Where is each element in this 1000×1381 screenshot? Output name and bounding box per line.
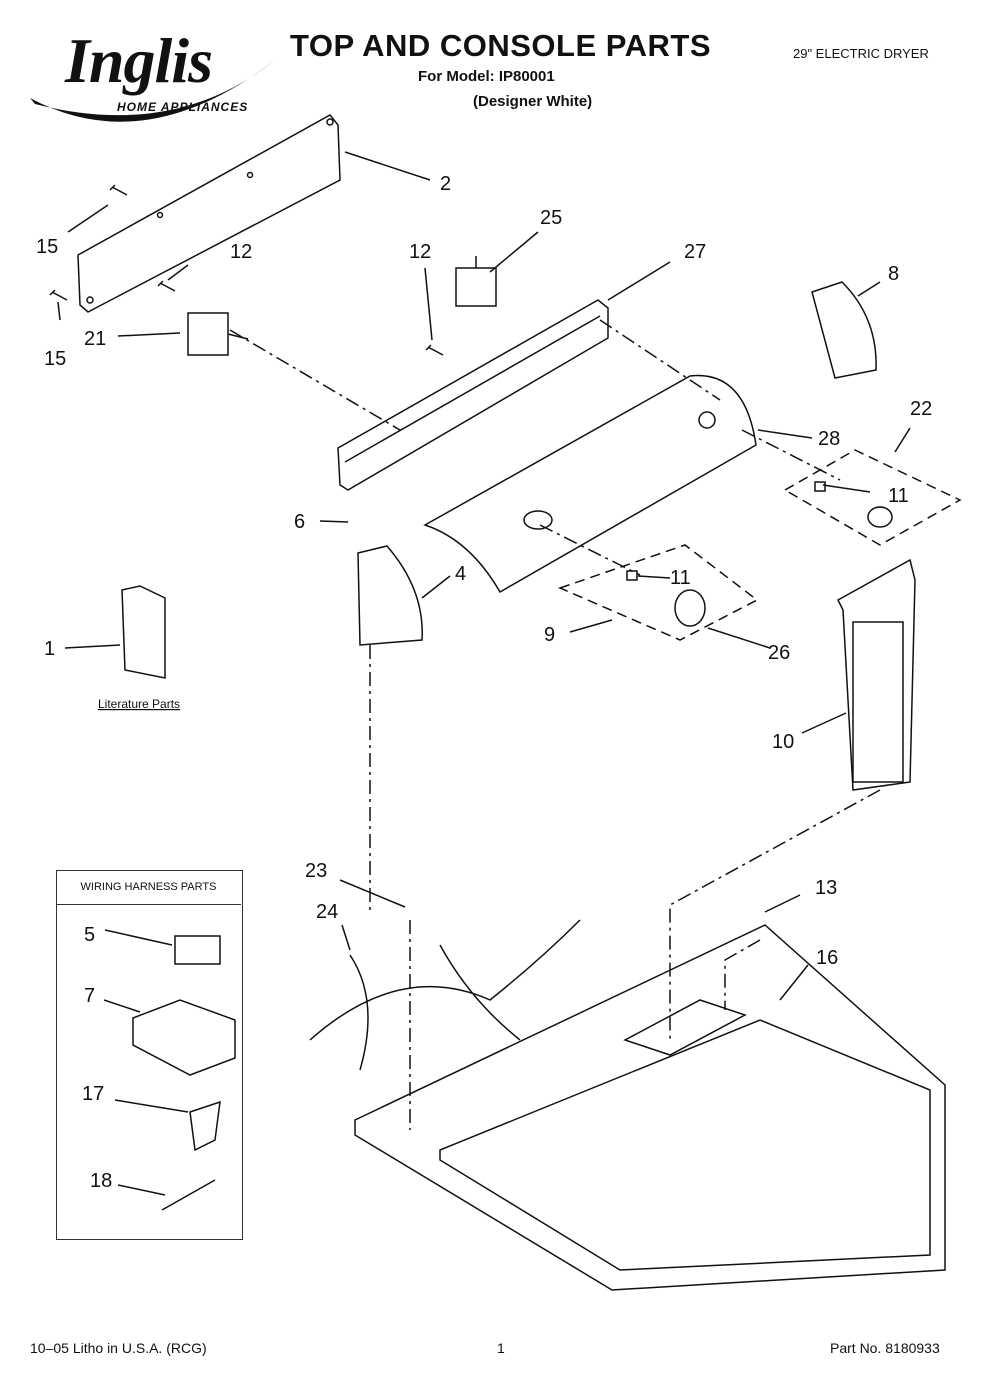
part-end-cap-right (811, 281, 877, 379)
callout-10: 10 (772, 731, 794, 753)
part-lint-screen (837, 558, 916, 791)
leader-arrows (57, 151, 911, 1196)
callout-7: 7 (84, 985, 95, 1007)
footer-page-number: 1 (497, 1340, 505, 1356)
callout-23: 23 (305, 860, 327, 882)
callout-21: 21 (84, 328, 106, 350)
inglis-logo: Inglis HOME APPLIANCES (25, 20, 280, 130)
callout-11-b: 11 (670, 567, 691, 589)
product-type: 29" ELECTRIC DRYER (793, 46, 929, 61)
callout-9: 9 (544, 624, 555, 646)
part-control-bracket (337, 299, 609, 491)
callout-8: 8 (888, 263, 899, 285)
callout-28: 28 (818, 428, 840, 450)
knob-icon (626, 481, 893, 627)
literature-label: Literature Parts (98, 697, 180, 711)
harness-box-parts (132, 935, 236, 1211)
callout-5: 5 (84, 924, 95, 946)
callout-labels: 2 15 12 21 15 12 25 27 8 22 28 11 6 4 11… (36, 173, 932, 1192)
screw-icon (49, 184, 444, 356)
part-wire-harness (309, 919, 581, 1071)
callout-16: 16 (816, 947, 838, 969)
part-rear-panel (77, 114, 341, 313)
wiring-harness-title: WIRING HARNESS PARTS (56, 870, 241, 905)
callout-6: 6 (294, 511, 305, 533)
callout-4: 4 (455, 563, 466, 585)
part-console (423, 374, 757, 594)
callout-12-a: 12 (230, 241, 252, 263)
callout-22: 22 (910, 398, 932, 420)
callout-24: 24 (316, 901, 338, 923)
callout-12-b: 12 (409, 241, 431, 263)
callout-17: 17 (82, 1083, 104, 1105)
part-end-cap-left (357, 545, 423, 646)
callout-27: 27 (684, 241, 706, 263)
callout-13: 13 (815, 877, 837, 899)
callout-15-b: 15 (44, 348, 66, 370)
callout-25: 25 (540, 207, 562, 229)
page-title: TOP AND CONSOLE PARTS (290, 28, 712, 63)
callout-11-a: 11 (888, 485, 909, 507)
logo-wordmark: Inglis (65, 25, 213, 96)
finish-line: (Designer White) (473, 93, 593, 110)
part-top-panel (354, 924, 946, 1291)
wiring-harness-box (56, 870, 243, 1240)
footer-part-number: Part No. 8180933 (830, 1340, 940, 1356)
callout-15-a: 15 (36, 236, 58, 258)
part-push-switch (455, 256, 497, 307)
callout-1: 1 (44, 638, 55, 660)
footer-litho: 10–05 Litho in U.S.A. (RCG) (30, 1340, 207, 1356)
logo-tagline: HOME APPLIANCES (117, 100, 249, 114)
callout-2: 2 (440, 173, 451, 195)
callout-26: 26 (768, 642, 790, 664)
model-line: For Model: IP80001 (418, 68, 555, 85)
callout-18: 18 (90, 1170, 112, 1192)
part-literature (121, 585, 166, 679)
part-timer-switch (187, 312, 249, 356)
